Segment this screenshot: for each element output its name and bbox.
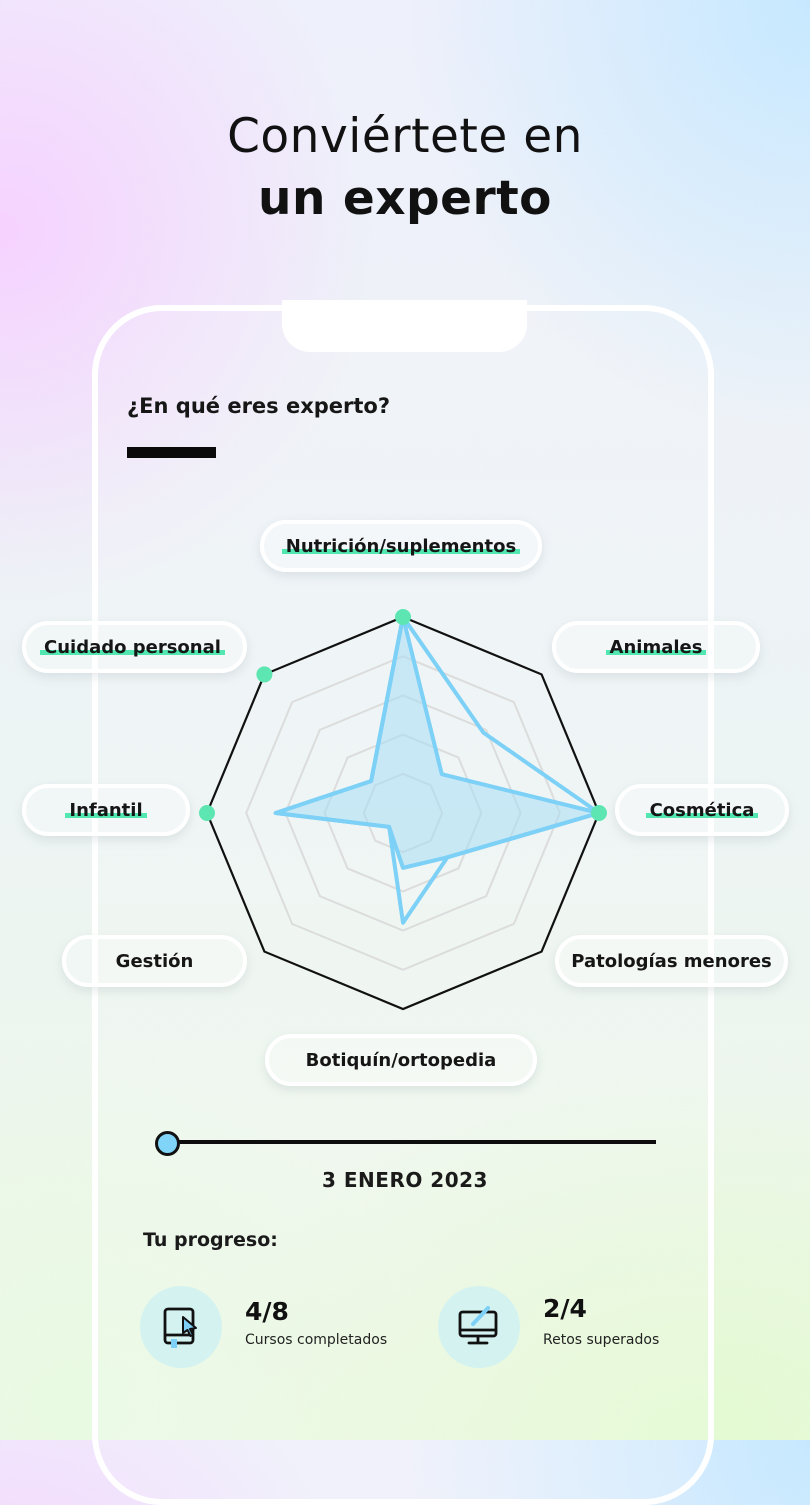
category-botiquin[interactable]: Botiquín/ortopedia [265,1034,537,1086]
radar-frame [205,615,601,1011]
radar-series-2 [273,615,601,925]
radar-grid-ring [323,733,483,893]
headline-line-1: Conviértete en [227,109,583,164]
category-infantil[interactable]: Infantil [22,784,190,836]
headline: Conviértete en un experto [0,106,810,230]
category-nutricion[interactable]: Nutrición/suplementos [260,520,542,572]
radar-grid-ring [284,694,522,932]
courses-completed-value: 4/8 [245,1297,289,1326]
category-label: Cosmética [645,799,759,821]
challenges-passed-value: 2/4 [543,1294,587,1323]
book-cursor-icon [140,1286,222,1368]
category-label: Patologías menores [571,950,772,972]
radar-marker-6 [199,805,215,821]
category-gestion[interactable]: Gestión [62,935,247,987]
timeline-handle[interactable] [155,1131,180,1156]
courses-completed-label: Cursos completados [245,1332,388,1348]
category-label: Botiquín/ortopedia [305,1049,497,1071]
question-underline [127,447,216,458]
radar-marker-7 [256,666,273,683]
radar-marker-0 [395,609,411,625]
category-animales[interactable]: Animales [552,621,760,673]
timeline-track[interactable] [168,1140,656,1144]
category-label: Nutrición/suplementos [281,535,521,557]
category-cuidado-personal[interactable]: Cuidado personal [22,621,247,673]
radar-chart [199,609,607,1011]
radar-marker-2 [591,805,607,821]
category-label: Infantil [65,799,147,821]
progress-title: Tu progreso: [143,1229,278,1251]
timeline-date: 3 ENERO 2023 [322,1168,488,1192]
category-patologias-menores[interactable]: Patologías menores [555,935,788,987]
radar-grid-ring [245,655,561,971]
challenges-passed-label: Retos superados [543,1332,660,1348]
category-cosmetica[interactable]: Cosmética [615,784,789,836]
category-label: Gestión [115,950,194,972]
category-label: Cuidado personal [40,636,225,658]
radar-series-1 [273,615,601,870]
phone-notch [282,300,527,352]
monitor-pen-icon [438,1286,520,1368]
headline-line-2: un experto [258,171,552,226]
question-title: ¿En qué eres experto? [127,394,391,418]
category-label: Animales [605,636,707,658]
